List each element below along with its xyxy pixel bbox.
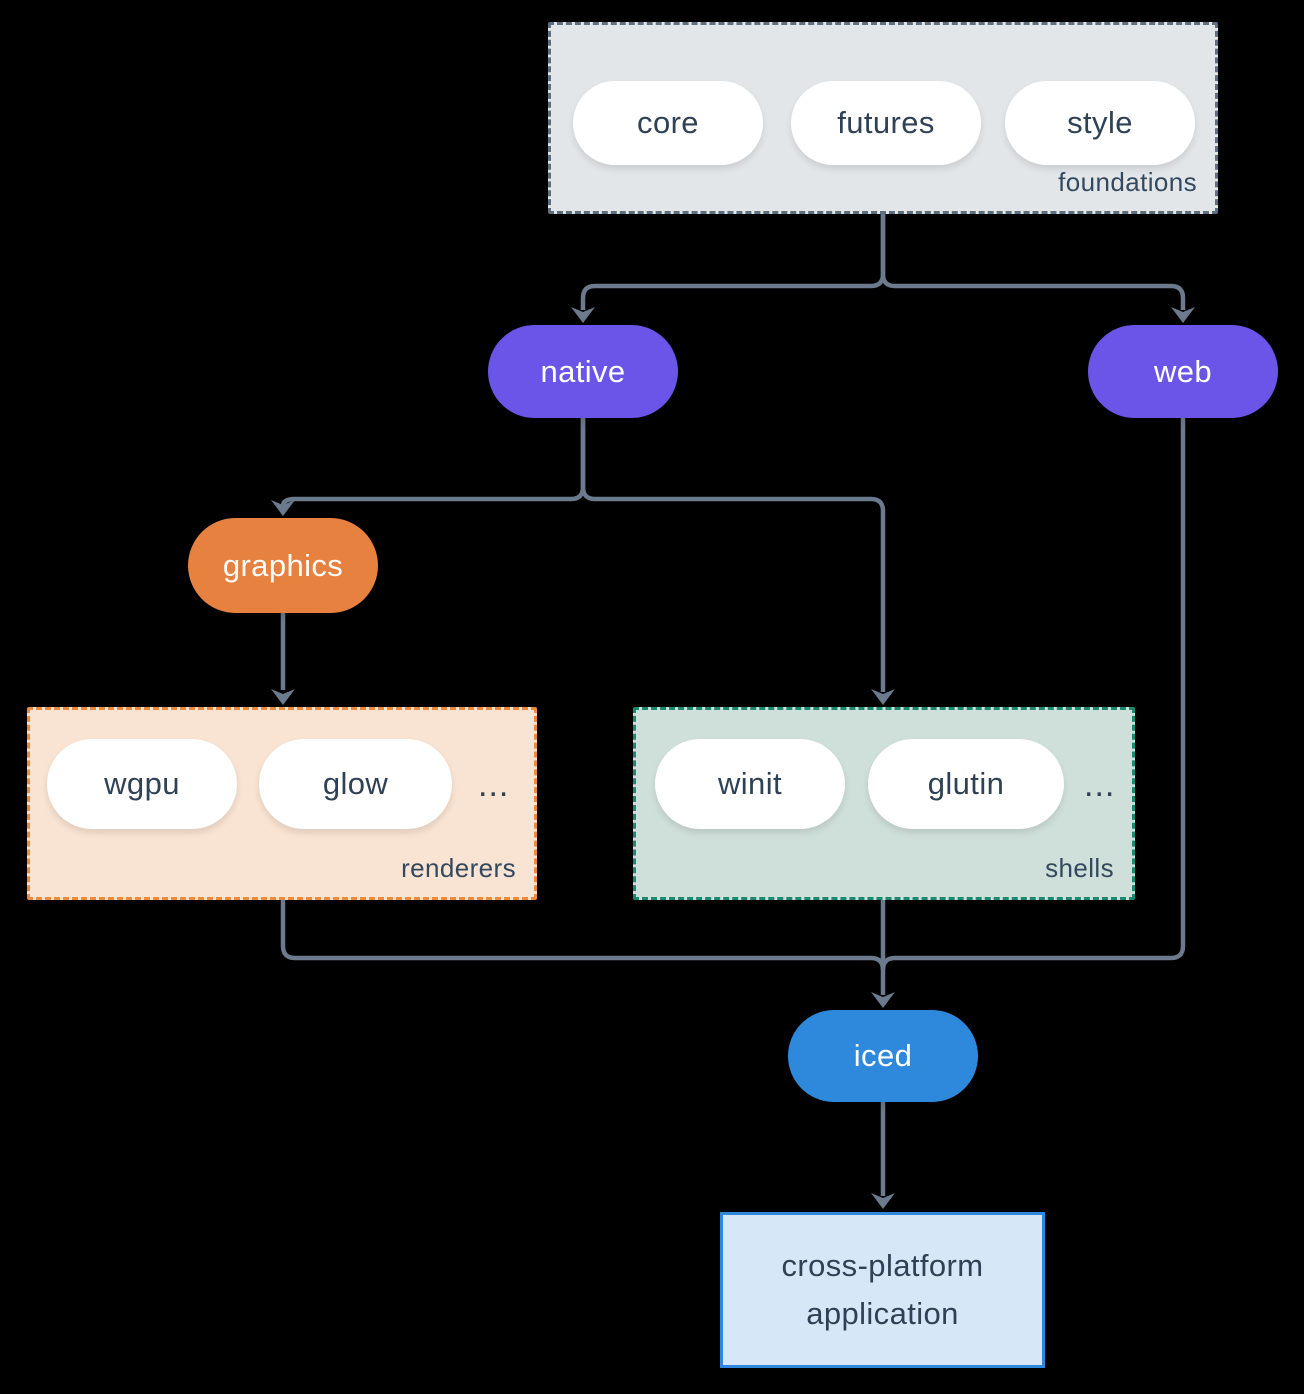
group-foundations: core futures style foundations bbox=[548, 22, 1218, 214]
group-label-foundations: foundations bbox=[1058, 167, 1197, 197]
arrowhead-native bbox=[571, 307, 595, 323]
node-glutin: glutin bbox=[868, 739, 1064, 829]
group-renderers: wgpu glow ... renderers bbox=[27, 707, 537, 900]
arrowhead-iced bbox=[871, 992, 895, 1008]
node-wgpu: wgpu bbox=[47, 739, 237, 829]
group-label-shells: shells bbox=[1045, 853, 1114, 883]
node-glow: glow bbox=[259, 739, 452, 829]
edge-native-shells bbox=[580, 418, 886, 692]
edge-foundations-native bbox=[580, 214, 886, 310]
node-winit: winit bbox=[655, 739, 845, 829]
edge-renderers-merge bbox=[280, 900, 886, 971]
node-iced: iced bbox=[788, 1010, 978, 1102]
node-style: style bbox=[1005, 81, 1195, 165]
node-graphics: graphics bbox=[188, 518, 378, 613]
arrowhead-graphics bbox=[271, 500, 295, 516]
edge-foundations-web bbox=[880, 214, 1186, 310]
edge-native-graphics bbox=[280, 418, 586, 507]
arrowhead-web bbox=[1171, 307, 1195, 323]
shells-ellipsis: ... bbox=[1084, 766, 1116, 804]
node-web: web bbox=[1088, 325, 1278, 418]
node-native: native bbox=[488, 325, 678, 418]
arrowhead-renderers bbox=[271, 689, 295, 705]
group-shells: winit glutin ... shells bbox=[633, 707, 1135, 900]
arrowhead-application bbox=[871, 1193, 895, 1209]
arrowhead-shells bbox=[871, 689, 895, 705]
node-core: core bbox=[573, 81, 763, 165]
renderers-ellipsis: ... bbox=[478, 766, 510, 804]
node-cross-platform-application: cross-platform application bbox=[720, 1212, 1045, 1368]
group-label-renderers: renderers bbox=[401, 853, 516, 883]
node-futures: futures bbox=[791, 81, 981, 165]
